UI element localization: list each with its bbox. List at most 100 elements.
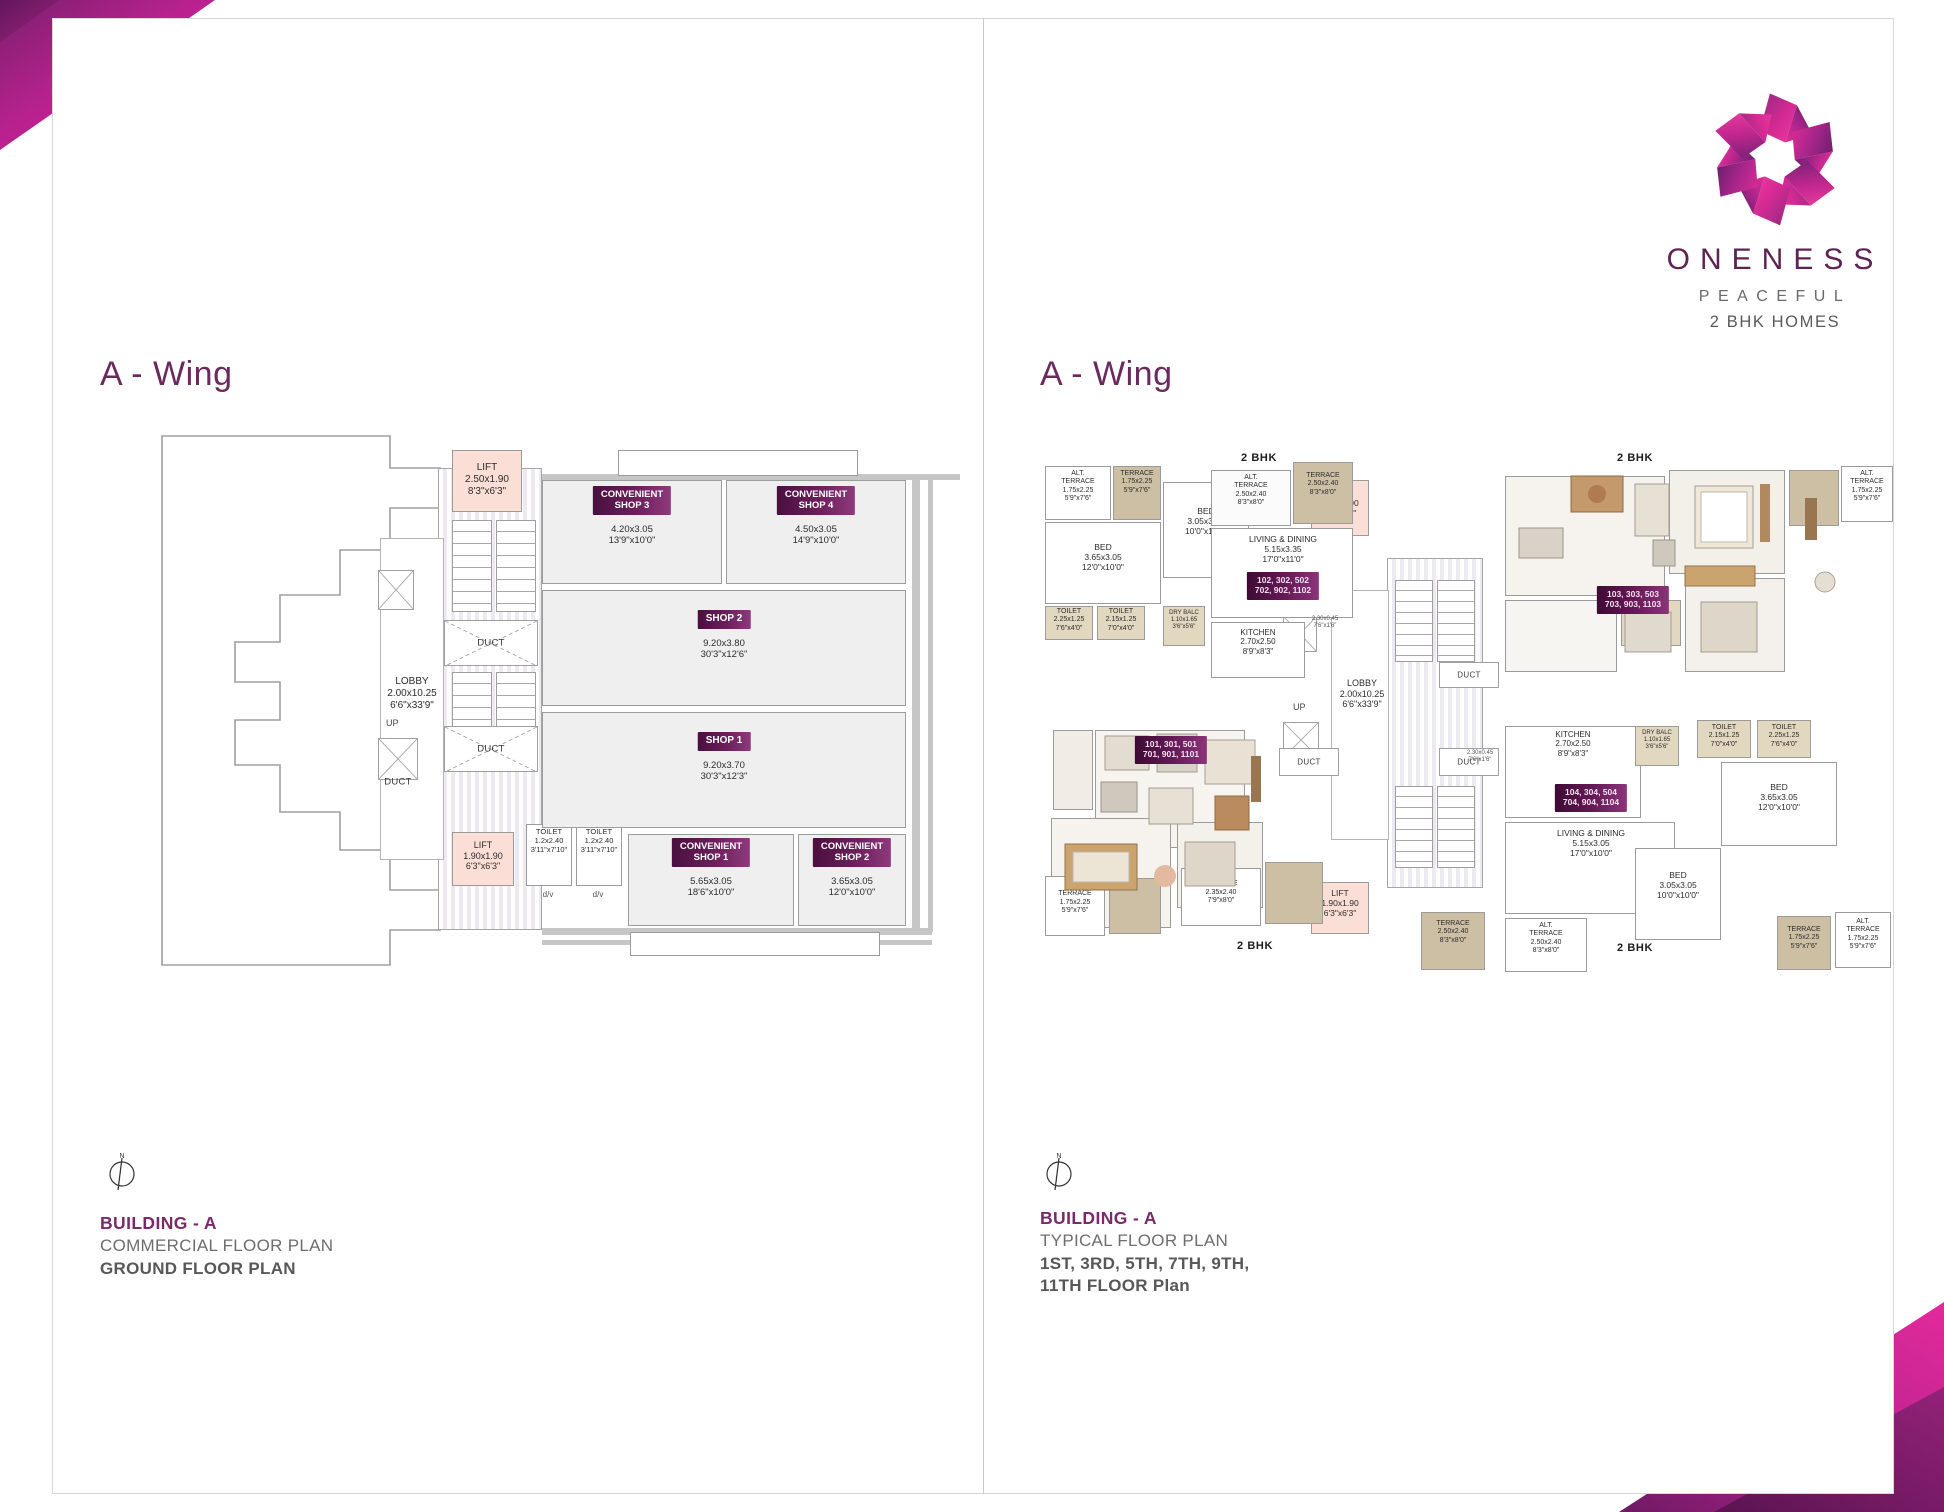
core-duct-right-label-box: DUCT — [1439, 748, 1499, 776]
right-caption-building: BUILDING - A — [1040, 1208, 1157, 1228]
staircase-flight-a — [452, 520, 492, 612]
bhk-label-bottom-right: 2 BHK — [1616, 942, 1654, 954]
u104-toilet-2-label: TOILET 2.25x1.25 7'6"x4'0" — [1768, 724, 1800, 748]
u102-bed-large — [1045, 522, 1161, 604]
convenient-shop-1-dims: 5.65x3.05 18'6"x10'0" — [687, 876, 735, 899]
outer-wall-bottom — [542, 928, 932, 935]
convenient-shop-4-dims: 4.50x3.05 14'9"x10'0" — [792, 524, 840, 547]
core-stair-b — [1437, 580, 1475, 662]
duct-upper: DUCT — [444, 620, 538, 667]
shop-corridor-wall-top — [542, 474, 960, 480]
u104-living-dining-label: LIVING & DINING 5.15x3.05 17'0"x10'0" — [1556, 828, 1626, 859]
up-marker: UP — [386, 718, 399, 728]
u104-kitchen-label: KITCHEN 2.70x2.50 8'9"x8'3" — [1555, 730, 1591, 758]
right-caption-floor-line2: 11TH FLOOR Plan — [1040, 1275, 1190, 1295]
north-arrow-right: N — [1042, 1150, 1076, 1196]
u102-toilet-1-label: TOILET 2.25x1.25 7'6"x4'0" — [1053, 608, 1085, 632]
svg-text:N: N — [1056, 1153, 1061, 1160]
convenient-shop-2-dims: 3.65x3.05 12'0"x10'0" — [828, 876, 876, 899]
toilet-right-label: TOILET 1.2x2.40 3'11"x7'10" — [580, 827, 618, 854]
duct-left-lower: DUCT — [378, 738, 418, 788]
u104-alt-terrace-box — [1505, 918, 1587, 972]
u102-dry-balcony-label: DRY BALC 1.10x1.65 3'6"x5'6" — [1169, 610, 1199, 631]
lobby-label: LOBBY 2.00x10.25 6'6"x33'9" — [387, 676, 437, 711]
u102-alt-terrace-label: ALT. TERRACE 1.75x2.25 5'9"x7'6" — [1061, 470, 1095, 502]
u104-dry-balcony — [1635, 726, 1679, 766]
u104-bed-large-label: BED 3.65x3.05 12'0"x10'0" — [1758, 782, 1800, 813]
u104-toilet-2 — [1757, 720, 1811, 758]
bottom-vestibule — [630, 932, 880, 956]
outer-wall-right-2 — [928, 474, 933, 932]
left-caption-type: COMMERCIAL FLOOR PLAN — [100, 1236, 334, 1256]
u104-bed-small-label: BED 3.05x3.05 10'0"x10'0" — [1657, 870, 1699, 901]
u104-alt-terrace-2-label: ALT. TERRACE 1.75x2.25 5'9"x7'6" — [1846, 918, 1880, 950]
u102-dry-balcony — [1163, 606, 1205, 646]
convenient-shop-3-dims: 4.20x3.05 13'9"x10'0" — [608, 524, 656, 547]
u104-bed-small — [1635, 848, 1721, 940]
core-duct-ne-box: DUCT — [1439, 662, 1499, 688]
core-lobby-zone — [1331, 590, 1389, 840]
u102-alt-terrace-2-box — [1211, 470, 1291, 526]
toilet-left — [526, 824, 572, 886]
lift-upper-label: LIFT 2.50x1.90 8'3"x6'3" — [465, 462, 509, 497]
u102-toilet-2-label: TOILET 2.15x1.25 7'0"x4'0" — [1105, 608, 1137, 632]
shop-1-room — [542, 712, 906, 828]
bhk-label-top-right: 2 BHK — [1616, 452, 1654, 464]
left-page-caption: BUILDING - A COMMERCIAL FLOOR PLAN GROUN… — [100, 1212, 333, 1280]
u103-alt-terrace-box — [1841, 466, 1893, 522]
u102-balcony-dims: 2.30x0.45 7'6"x1'6" — [1311, 616, 1339, 630]
shop-2-tag: SHOP 2 — [697, 610, 751, 629]
right-page-caption: BUILDING - A TYPICAL FLOOR PLAN 1ST, 3RD… — [1040, 1207, 1249, 1297]
u102-living-dining-label: LIVING & DINING 5.15x3.35 17'0"x11'0" — [1248, 534, 1318, 565]
u101-terrace-2-box — [1265, 862, 1323, 924]
lift-lower — [452, 832, 514, 886]
duct-lower-label: DUCT — [477, 743, 505, 755]
u104-bed-large — [1721, 762, 1837, 846]
u104-terrace-2-label: TERRACE 1.75x2.25 5'9"x7'6" — [1787, 926, 1821, 950]
core-lobby-label: LOBBY 2.00x10.25 6'6"x33'9" — [1339, 678, 1385, 710]
u102-kitchen-label: KITCHEN 2.70x2.50 8'9"x8'3" — [1240, 628, 1276, 656]
u102-alt-terrace-2-label: ALT. TERRACE 2.50x2.40 8'3"x8'0" — [1234, 474, 1268, 506]
u102-bed-large-label: BED 3.65x3.05 12'0"x10'0" — [1082, 542, 1124, 573]
duct-left-lower-label: DUCT — [384, 776, 412, 788]
shop-1-dims: 9.20x3.70 30'3"x12'3" — [700, 760, 748, 783]
u104-alt-terrace-label: ALT. TERRACE 2.50x2.40 8'3"x8'0" — [1529, 922, 1563, 954]
core-lift-lower-label: LIFT 1.90x1.90 6'3"x6'3" — [1321, 888, 1359, 919]
u102-alt-terrace-box — [1045, 466, 1111, 520]
u102-terrace-2-label: TERRACE 2.50x2.40 8'3"x8'0" — [1306, 472, 1340, 496]
left-caption-floor: GROUND FLOOR PLAN — [100, 1258, 296, 1278]
shop-2-dims: 9.20x3.80 30'3"x12'6" — [700, 638, 748, 661]
brand-subtitle: 2 BHK HOMES — [1709, 313, 1841, 331]
typical-floor-plan-drawing: LIFT 2.50x1.90 8'3"x6'3" LIFT 1.90x1.90 … — [1035, 430, 1895, 1020]
u104-terrace-2-box — [1777, 916, 1831, 970]
u104-terrace-box — [1421, 912, 1485, 970]
shop-1-tag: SHOP 1 — [697, 732, 751, 751]
north-arrow-left: N — [105, 1150, 139, 1196]
u102-kitchen — [1211, 622, 1305, 678]
core-duct-left-label-box: DUCT — [1279, 748, 1339, 776]
duct-lower: DUCT — [444, 726, 538, 773]
pinwheel-star-logo-icon — [1715, 93, 1835, 226]
u102-terrace-label: TERRACE 1.75x2.25 5'9"x7'6" — [1120, 470, 1154, 494]
brand-tagline: PEACEFUL — [1698, 288, 1852, 305]
dv-marker-right: d/v — [592, 890, 604, 899]
core-up-marker: UP — [1293, 702, 1306, 712]
core-duct-left-label: DUCT — [1297, 757, 1321, 767]
u104-terrace-label: TERRACE 2.50x2.40 8'3"x8'0" — [1436, 920, 1470, 944]
page-spine-divider — [983, 18, 984, 1494]
u102-terrace-box — [1113, 466, 1161, 520]
u102-terrace-2-box — [1293, 462, 1353, 524]
core-duct-right-label: DUCT — [1457, 757, 1481, 767]
svg-text:N: N — [119, 1153, 124, 1160]
bhk-label-top-left: 2 BHK — [1240, 452, 1278, 464]
right-caption-floor-line1: 1ST, 3RD, 5TH, 7TH, 9TH, — [1040, 1253, 1250, 1273]
toilet-left-label: TOILET 1.2x2.40 3'11"x7'10" — [530, 827, 568, 854]
u104-balcony-dims: 2.30x0.45 7'6"x1'6" — [1466, 750, 1494, 764]
u101-toilet-area — [1053, 730, 1093, 810]
